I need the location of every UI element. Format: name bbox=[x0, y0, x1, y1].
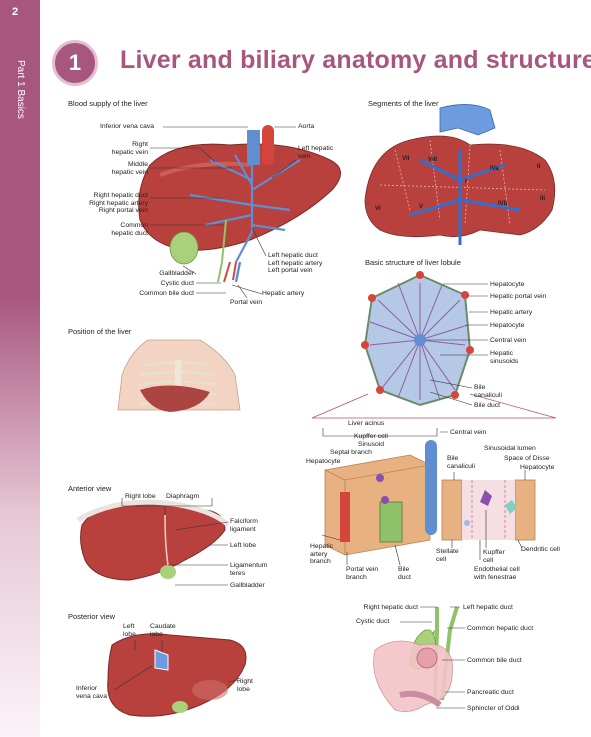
segments-illustration: VII VIII IVa II I VI V IVb III bbox=[364, 104, 556, 245]
position-title: Position of the liver bbox=[68, 327, 132, 336]
label-post-right-lobe: Right lobe bbox=[237, 678, 253, 693]
label-bil-left-hepatic-duct: Left hepatic duct bbox=[463, 604, 513, 611]
label-left-hepatic-group: Left hepatic duct Left hepatic artery Le… bbox=[268, 252, 323, 275]
segment-label: VIII bbox=[428, 157, 437, 163]
label-acinus-central-vein: Central vein bbox=[450, 429, 487, 436]
lobule-illustration bbox=[311, 271, 557, 419]
label-lobule-hepatocyte-1: Hepatocyte bbox=[490, 281, 525, 288]
label-sin-hepatocyte: Hepatocyte bbox=[520, 464, 555, 471]
label-right-hepatic-group: Right hepatic duct Right hepatic artery … bbox=[89, 192, 148, 215]
label-bil-common-hepatic-duct: Common hepatic duct bbox=[467, 625, 534, 632]
segment-label: IVa bbox=[490, 166, 499, 172]
label-endothelial-cell: Endothelial cell with fenestrae bbox=[474, 566, 520, 581]
label-post-ivc: Inferior vena cava bbox=[76, 685, 107, 700]
label-left-hepatic-vein: Left hepatic vein bbox=[298, 145, 334, 160]
label-bil-cystic-duct: Cystic duct bbox=[356, 618, 390, 625]
acinus-illustration bbox=[321, 428, 448, 566]
label-anterior-gallbladder: Gallbladder bbox=[230, 582, 265, 589]
label-lobule-hepatocyte-2: Hepatocyte bbox=[490, 322, 525, 329]
label-diaphragm: Diaphragm bbox=[166, 493, 200, 500]
biliary-tree-illustration bbox=[373, 606, 465, 713]
label-portal-vein-branch: Portal vein branch bbox=[346, 566, 379, 581]
label-ivc: Inferior vena cava bbox=[100, 123, 155, 130]
segment-label: I bbox=[465, 179, 467, 185]
label-portal-vein: Portal vein bbox=[230, 299, 263, 306]
anterior-title: Anterior view bbox=[68, 484, 112, 493]
label-acinus-bile-duct: Bile duct bbox=[398, 566, 411, 581]
label-right-hepatic-vein: Right hepatic vein bbox=[111, 141, 148, 156]
label-hepatic-artery-branch: Hepatic artery branch bbox=[310, 543, 334, 566]
label-space-of-disse: Space of Disse bbox=[504, 455, 550, 462]
sidebar-strip: 2 Part 1 Basics bbox=[0, 0, 40, 737]
label-bil-right-hepatic-duct: Right hepatic duct bbox=[363, 604, 418, 611]
label-left-lobe: Left lobe bbox=[230, 542, 257, 549]
sinusoid-illustration bbox=[441, 470, 536, 560]
label-lobule-central-vein: Central vein bbox=[490, 337, 527, 344]
label-liver-acinus: Liver acinus bbox=[348, 420, 385, 427]
posterior-liver-illustration bbox=[107, 633, 247, 717]
label-lobule-bile-canaliculi: Bile canaliculi bbox=[474, 384, 502, 399]
segment-label: III bbox=[540, 196, 545, 202]
label-aorta: Aorta bbox=[298, 123, 315, 130]
anterior-liver-illustration bbox=[76, 498, 230, 586]
segment-label: V bbox=[419, 204, 423, 210]
segment-label: II bbox=[537, 164, 541, 170]
label-falciform: Falciform ligament bbox=[230, 518, 258, 533]
label-sinusoidal-lumen: Sinusoidal lumen bbox=[484, 445, 536, 452]
label-lobule-sinusoids: Hepatic sinusoids bbox=[490, 350, 519, 365]
label-post-left-lobe: Left lobe bbox=[123, 623, 136, 638]
label-lobule-bile-duct: Bile duct bbox=[474, 402, 501, 409]
segment-label: VII bbox=[402, 156, 410, 162]
chapter-number: 1 bbox=[52, 40, 98, 86]
label-stellate-cell: Stellate cell bbox=[436, 548, 459, 563]
segments-title: Segments of the liver bbox=[368, 99, 439, 108]
page-title: Liver and biliary anatomy and structure bbox=[120, 46, 591, 74]
label-cystic-duct: Cystic duct bbox=[160, 280, 194, 287]
segment-label: VI bbox=[375, 206, 381, 212]
label-middle-hepatic-vein: Middle hepatic vein bbox=[111, 161, 148, 176]
segment-label: IVb bbox=[498, 201, 508, 207]
label-right-lobe: Right lobe bbox=[125, 493, 156, 500]
label-common-hepatic-duct: Common hepatic duct bbox=[111, 222, 148, 237]
label-ligamentum-teres: Ligamentum teres bbox=[230, 562, 268, 577]
blood-supply-illustration bbox=[138, 125, 341, 299]
page-number: 2 bbox=[12, 6, 19, 18]
label-bil-pancreatic-duct: Pancreatic duct bbox=[467, 689, 514, 696]
label-hepatic-artery: Hepatic artery bbox=[262, 290, 305, 297]
torso-illustration bbox=[117, 339, 241, 412]
label-lobule-hepatic-artery: Hepatic artery bbox=[490, 309, 533, 316]
label-septal-branch: Septal branch bbox=[330, 449, 372, 456]
label-sin-kupffer-cell: Kupffer cell bbox=[483, 549, 505, 564]
label-bil-common-bile-duct: Common bile duct bbox=[467, 657, 522, 664]
lobule-title: Basic structure of liver lobule bbox=[365, 258, 461, 267]
label-acinus-hepatocyte: Hepatocyte bbox=[306, 458, 341, 465]
label-lobule-portal-vein: Hepatic portal vein bbox=[490, 293, 547, 300]
label-common-bile-duct: Common bile duct bbox=[139, 290, 194, 297]
label-bil-sphincter: Sphincter of Oddi bbox=[467, 705, 520, 712]
label-sin-bile-canaliculi: Bile canaliculi bbox=[447, 455, 475, 470]
posterior-title: Posterior view bbox=[68, 612, 116, 621]
label-kupffer-cell: Kupffer cell bbox=[354, 433, 388, 440]
label-dendritic-cell: Dendritic cell bbox=[521, 546, 560, 553]
label-caudate-lobe: Caudate lobe bbox=[150, 623, 176, 638]
label-gallbladder: Gallbladder bbox=[159, 270, 194, 277]
label-sinusoid: Sinusoid bbox=[358, 441, 385, 448]
blood-supply-title: Blood supply of the liver bbox=[68, 99, 148, 108]
